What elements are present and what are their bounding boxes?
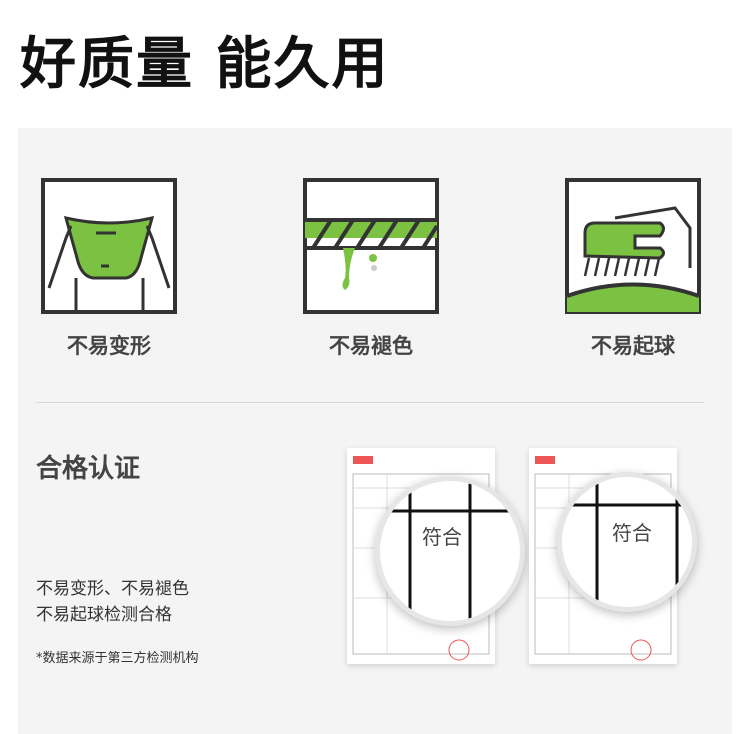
no-pilling-icon — [565, 178, 701, 314]
result-stamp-text: 符合 — [422, 525, 462, 549]
data-source-note: *数据来源于第三方检测机构 — [36, 651, 199, 666]
certification-line: 不易起球检测合格 — [36, 605, 172, 625]
test-report-image: 符合 — [529, 448, 697, 664]
headline: 好质量 能久用 — [20, 32, 390, 97]
feature-label: 不易变形 — [67, 334, 151, 358]
divider — [36, 402, 704, 403]
feature-label: 不易起球 — [591, 334, 675, 358]
test-report-image: 符合 — [347, 448, 525, 664]
magnifier-lens: 符合 — [375, 476, 525, 626]
result-stamp-text: 符合 — [612, 521, 652, 545]
certification-heading: 合格认证 — [36, 454, 141, 484]
magnifier-lens: 符合 — [557, 472, 697, 612]
no-fade-icon — [303, 178, 439, 314]
certification-line: 不易变形、不易褪色 — [36, 579, 189, 599]
feature-label: 不易褪色 — [329, 334, 413, 358]
stretch-fabric-icon — [41, 178, 177, 314]
